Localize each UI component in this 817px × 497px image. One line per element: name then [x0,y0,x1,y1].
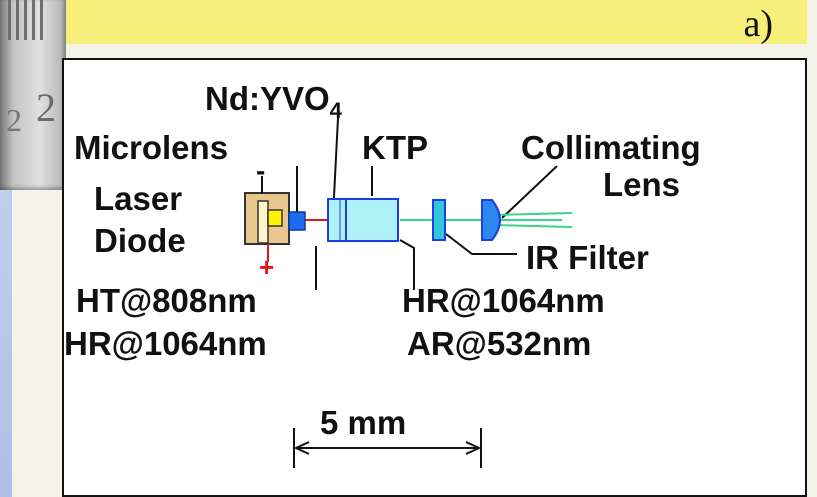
laser-diode-chip [257,200,269,244]
ir-filter-label: IR Filter [526,239,649,276]
scale-bar-left-arrow [293,441,310,455]
laser-diode-label-1: Laser [94,180,182,217]
collimating-lens-label-1: Collimating [521,129,701,166]
header-band [0,0,807,44]
collimating-lens [481,199,501,241]
laser-diode-emitter [267,209,283,227]
ruler-glyph-small: 2 [6,102,22,138]
plus-sign: + [259,252,274,282]
ruler-glyph: 2 [36,85,56,130]
panel-label: a) [743,3,773,45]
scale-bar-right-arrow [465,441,482,455]
coating-right-leader [399,239,415,290]
minus-sign: - [256,155,265,186]
coating-right-2: AR@532nm [407,325,591,362]
ruler-photo: 2 2 [0,0,66,190]
microlens [288,211,306,231]
collimating-lens-leader [501,165,558,219]
laser-diode-label-2: Diode [94,222,186,259]
coating-left-1: HT@808nm [76,282,257,319]
green-beam-upper [491,212,573,216]
microlens-label: Microlens [74,129,228,166]
crystal-label: Nd:YVO4 [205,80,343,123]
ir-filter [432,199,446,241]
scale-label: 5 mm [320,404,406,441]
crystal-block [327,198,399,242]
diagram-border [62,58,807,497]
laser-diagram-panel: Nd:YVO4 Microlens KTP Collimating Lens L… [62,58,807,497]
laser-diagram: Nd:YVO4 Microlens KTP Collimating Lens L… [62,58,807,497]
collimating-lens-label-2: Lens [603,166,680,203]
ktp-label: KTP [362,129,428,166]
scale-bar [293,428,482,468]
coating-left-2: HR@1064nm [64,325,267,362]
ir-filter-leader [445,233,517,255]
green-beam-lower [491,224,573,228]
coating-right-1: HR@1064nm [402,282,605,319]
